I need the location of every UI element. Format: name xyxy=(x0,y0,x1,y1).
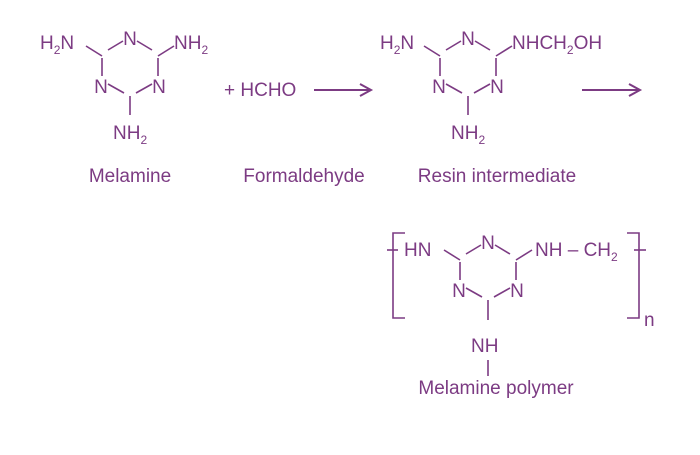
substituent-bond xyxy=(443,249,461,261)
substituent-bond xyxy=(515,249,533,261)
melamine-structure: N N N H2N NH2 NH2 Melamine xyxy=(40,29,208,187)
ring-nitrogen: N xyxy=(461,29,475,50)
substituent-bond xyxy=(423,45,441,57)
amino-group-right: NH2 xyxy=(174,33,208,57)
substituent-bond xyxy=(495,45,513,57)
amino-group-left: H2N xyxy=(380,33,414,57)
ring-nitrogen: N xyxy=(152,77,166,98)
ring-bond xyxy=(465,244,482,255)
reagent-formula: + HCHO xyxy=(224,80,296,101)
ring-nitrogen: N xyxy=(481,233,495,254)
substituent-bond xyxy=(157,45,175,57)
ring-nitrogen: N xyxy=(490,77,504,98)
melamine-caption: Melamine xyxy=(89,166,171,187)
ring-nitrogen: N xyxy=(123,29,137,50)
substituent-bond xyxy=(85,45,103,57)
ring-nitrogen: N xyxy=(94,77,108,98)
polymer-structure: N N N HN NH – CH2 NH n Melamine polymer xyxy=(387,232,655,399)
ring-nitrogen: N xyxy=(510,281,524,302)
amino-group-bottom: NH2 xyxy=(451,123,485,147)
imino-group-bottom: NH xyxy=(471,336,498,357)
right-bracket xyxy=(627,232,640,319)
intermediate-caption: Resin intermediate xyxy=(418,166,576,187)
ring-nitrogen: N xyxy=(432,77,446,98)
ring-bond xyxy=(465,287,483,298)
ring-bond xyxy=(493,287,511,298)
formaldehyde-caption: Formaldehyde xyxy=(243,166,364,187)
amino-group-left: H2N xyxy=(40,33,74,57)
intermediate-structure: N N N H2N NHCH2OH NH2 Resin intermediate xyxy=(380,29,602,187)
methylol-group: NHCH2OH xyxy=(512,33,602,57)
imino-group-left: HN xyxy=(404,240,431,261)
ring-bond xyxy=(474,40,491,51)
ring-bond xyxy=(136,40,153,51)
arrow-head xyxy=(359,83,374,97)
ring-bond xyxy=(473,83,491,94)
ring-bond xyxy=(445,40,462,51)
methylene-bridge: NH – CH2 xyxy=(535,240,618,264)
left-bracket xyxy=(392,232,405,319)
repeat-unit-count: n xyxy=(644,310,655,331)
ring-bond xyxy=(107,83,125,94)
arrow-head xyxy=(628,83,643,97)
ring-bond xyxy=(107,40,124,51)
ring-bond xyxy=(494,244,511,255)
ring-bond xyxy=(135,83,153,94)
polymer-caption: Melamine polymer xyxy=(418,378,574,399)
ring-nitrogen: N xyxy=(452,281,466,302)
amino-group-bottom: NH2 xyxy=(113,123,147,147)
ring-bond xyxy=(445,83,463,94)
